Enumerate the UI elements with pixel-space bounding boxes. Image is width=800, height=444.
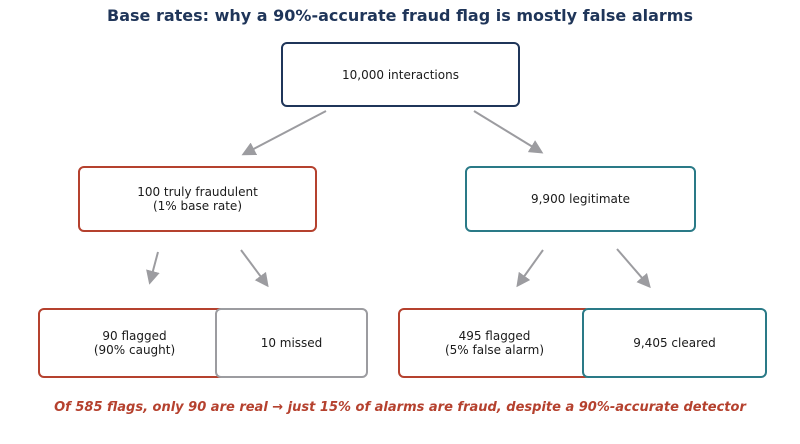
flagged-legit-node: 495 flagged (5% false alarm) [398, 308, 591, 378]
arrow-fraud-to-missed [240, 249, 269, 288]
legit-node-label: 9,900 legitimate [530, 192, 630, 206]
arrow-fraud-to-flagged [146, 251, 160, 285]
flagged-fraud-node: 90 flagged (90% caught) [38, 308, 231, 378]
diagram-title: Base rates: why a 90%-accurate fraud fla… [107, 6, 693, 25]
missed-node: 10 missed [215, 308, 368, 378]
arrow-root-to-fraud [241, 110, 327, 156]
root-node-label: 10,000 interactions [342, 67, 459, 82]
flagged-fraud-node-sublabel: (90% caught) [93, 343, 176, 357]
legit-node: 9,900 legitimate [465, 166, 696, 232]
arrow-root-to-legit [473, 110, 544, 154]
caption: Of 585 flags, only 90 are real → just 15… [54, 400, 746, 415]
fraud-node: 100 truly fraudulent (1% base rate) [78, 166, 317, 232]
fraud-node-label: 100 truly fraudulent [137, 185, 258, 199]
fraud-node-sublabel: (1% base rate) [152, 199, 242, 213]
flagged-fraud-node-label: 90 flagged [102, 329, 167, 343]
arrow-legit-to-cleared [616, 248, 651, 289]
cleared-node-label: 9,405 cleared [633, 336, 716, 350]
cleared-node: 9,405 cleared [582, 308, 767, 378]
flagged-legit-node-label: 495 flagged [458, 329, 531, 343]
arrow-legit-to-flagged [516, 249, 544, 288]
flagged-legit-node-sublabel: (5% false alarm) [444, 343, 545, 357]
missed-node-label: 10 missed [260, 336, 323, 350]
root-node: 10,000 interactions [281, 42, 520, 107]
